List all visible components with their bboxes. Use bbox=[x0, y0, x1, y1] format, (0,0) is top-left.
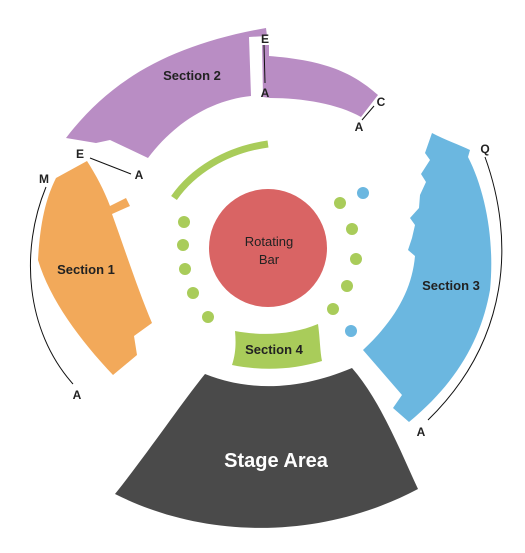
section-1[interactable]: Section 1 bbox=[38, 161, 152, 375]
blue-seat-dots bbox=[345, 187, 369, 337]
section-1-row-arc bbox=[29, 186, 74, 385]
rotating-bar-label-line2: Bar bbox=[259, 252, 280, 267]
rotating-bar-label-line1: Rotating bbox=[245, 234, 293, 249]
section-4-label: Section 4 bbox=[245, 342, 304, 357]
section-3-label: Section 3 bbox=[422, 278, 480, 293]
row-label-s1-bottom: A bbox=[73, 388, 82, 402]
green-seat-dot[interactable] bbox=[327, 303, 339, 315]
green-seat-dot[interactable] bbox=[341, 280, 353, 292]
rotating-bar-circle bbox=[209, 189, 327, 307]
green-seat-dot[interactable] bbox=[202, 311, 214, 323]
section-4[interactable]: Section 4 bbox=[232, 324, 322, 369]
section-1-label: Section 1 bbox=[57, 262, 115, 277]
row-label-s1-inner-e: E bbox=[76, 147, 84, 161]
section-4-block[interactable] bbox=[232, 324, 322, 369]
section-1-inner-row-line bbox=[89, 157, 132, 175]
section-2-gap-row-line bbox=[263, 44, 266, 84]
row-label-s2-right-c: C bbox=[377, 95, 386, 109]
section-2-right-row-line bbox=[361, 105, 375, 121]
row-label-s3-top: Q bbox=[480, 142, 489, 156]
stage-area: Stage Area bbox=[115, 368, 418, 528]
section-2-left-block[interactable] bbox=[66, 28, 267, 158]
stage-area-block bbox=[115, 368, 418, 528]
stage-area-label: Stage Area bbox=[224, 450, 329, 472]
rotating-bar: Rotating Bar bbox=[209, 189, 327, 307]
green-seat-dot[interactable] bbox=[177, 239, 189, 251]
green-seat-dot[interactable] bbox=[187, 287, 199, 299]
green-arc-rail bbox=[171, 140, 269, 201]
row-label-s2-gap-a: A bbox=[261, 86, 270, 100]
row-label-s2-right-a: A bbox=[355, 120, 364, 134]
section-2[interactable]: Section 2 bbox=[66, 28, 378, 158]
row-label-s3-bottom: A bbox=[417, 425, 426, 439]
green-seat-dot[interactable] bbox=[334, 197, 346, 209]
green-seat-dot[interactable] bbox=[178, 216, 190, 228]
section-2-label: Section 2 bbox=[163, 68, 221, 83]
green-seat-dot[interactable] bbox=[179, 263, 191, 275]
row-label-s1-inner-a: A bbox=[135, 168, 144, 182]
blue-seat-dot[interactable] bbox=[345, 325, 357, 337]
row-label-s2-gap-e: E bbox=[261, 32, 269, 46]
green-seat-dot[interactable] bbox=[346, 223, 358, 235]
green-seat-dots-right bbox=[327, 197, 362, 315]
section-1-block[interactable] bbox=[38, 161, 152, 375]
section-2-right-block[interactable] bbox=[262, 45, 378, 117]
section-3-row-arc bbox=[427, 156, 503, 421]
green-seat-dots-left bbox=[177, 216, 214, 323]
row-labels: M A E A E A C A Q A bbox=[39, 32, 490, 439]
row-label-s1-top: M bbox=[39, 172, 49, 186]
blue-seat-dot[interactable] bbox=[357, 187, 369, 199]
section-3[interactable]: Section 3 bbox=[363, 133, 492, 422]
green-seat-dot[interactable] bbox=[350, 253, 362, 265]
section-3-block[interactable] bbox=[363, 133, 492, 422]
